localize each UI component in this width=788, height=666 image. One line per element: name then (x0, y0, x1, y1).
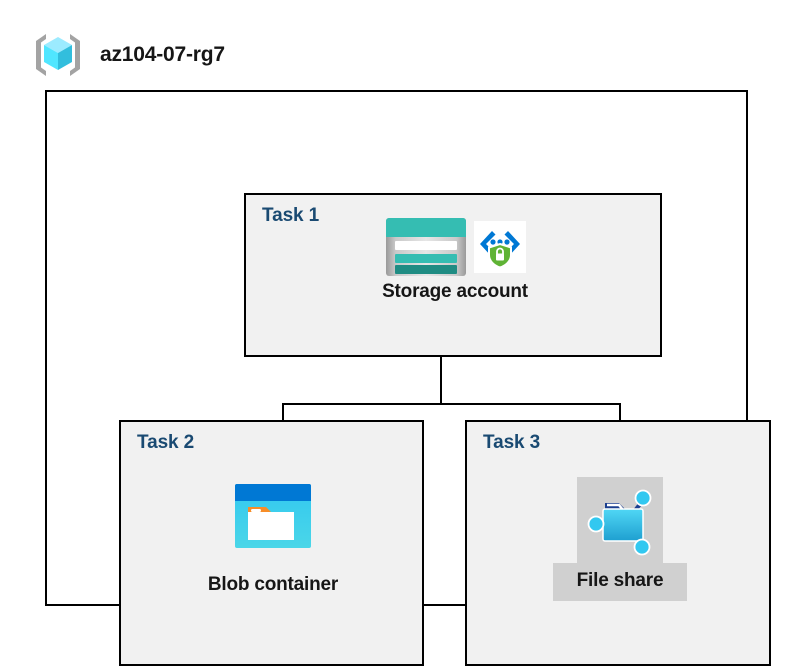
blob-container-caption: Blob container (207, 574, 339, 595)
resource-group-header: az104-07-rg7 (30, 26, 330, 84)
task-2-box: Task 2 (119, 420, 424, 666)
task-1-box: Task 1 (244, 193, 662, 357)
resource-group-icon (30, 30, 86, 80)
private-endpoint-icon (474, 221, 526, 273)
storage-account-icon (384, 216, 468, 278)
storage-account-caption: Storage account (382, 281, 528, 302)
file-share-node: File share (515, 477, 725, 601)
connector-storage-to-bus (440, 357, 442, 405)
task-3-label: Task 3 (483, 432, 541, 453)
task-1-label: Task 1 (262, 205, 320, 226)
storage-account-node: Storage account (345, 213, 565, 303)
file-share-icon-backdrop (577, 477, 663, 563)
file-share-caption: File share (552, 563, 688, 601)
connector-horizontal-bus (282, 403, 621, 405)
storage-account-icon-group (384, 213, 526, 281)
resource-group-container: Task 1 (45, 90, 771, 666)
resource-group-title: az104-07-rg7 (100, 43, 225, 66)
blob-container-node: Blob container (173, 482, 373, 596)
file-share-icon (583, 483, 657, 557)
task-2-label: Task 2 (137, 432, 195, 453)
task-3-box: Task 3 (465, 420, 771, 666)
blob-container-icon (233, 482, 313, 550)
